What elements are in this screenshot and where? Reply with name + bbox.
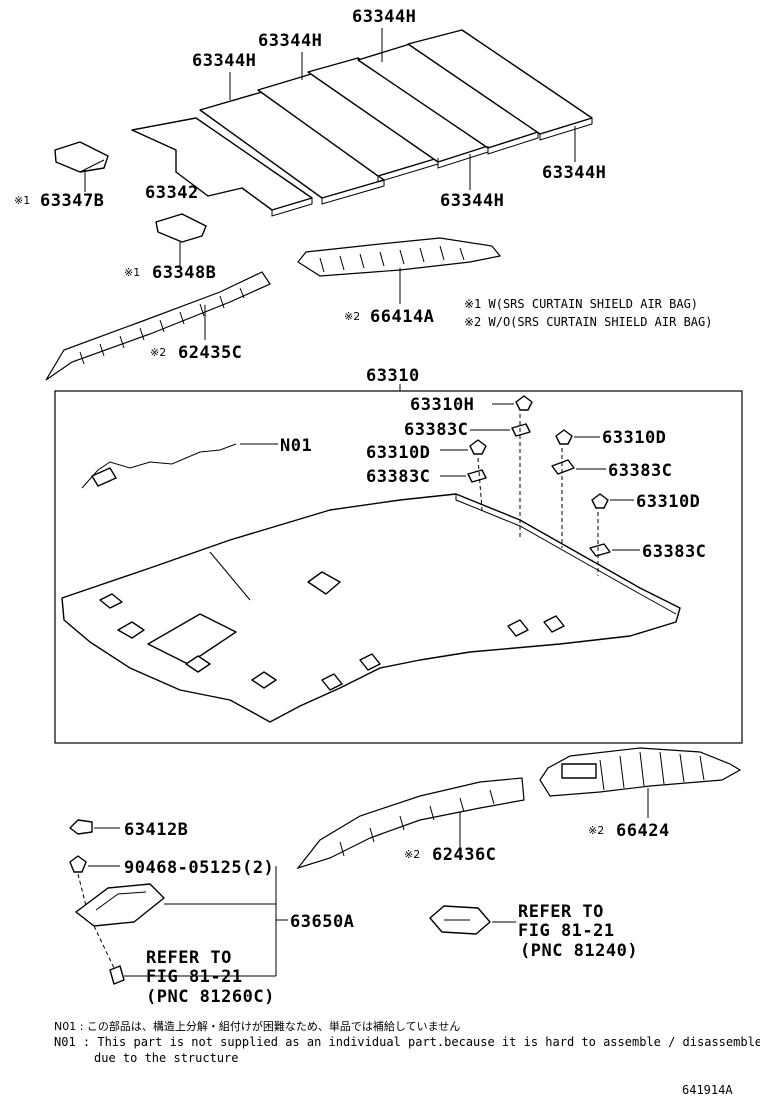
trim-62436c[interactable] — [296, 777, 525, 870]
mark-63348b: ※1 — [124, 266, 140, 279]
label-62435c: 62435C — [178, 343, 242, 363]
console-opening-1 — [307, 571, 341, 595]
mark-62436c: ※2 — [404, 848, 420, 861]
legend-line-2: ※2 W/O(SRS CURTAIN SHIELD AIR BAG) — [464, 315, 712, 329]
trim-66424-window — [561, 763, 597, 779]
clip-63310h[interactable] — [515, 395, 533, 411]
wire-harness-n01[interactable] — [81, 443, 237, 489]
label-63344h-d: 63344H — [542, 163, 606, 183]
headliner-frame — [54, 390, 743, 744]
trim-66424[interactable] — [539, 747, 742, 797]
label-63383c-b: 63383C — [366, 467, 430, 487]
label-63344h-c: 63344H — [192, 51, 256, 71]
label-63348b: 63348B — [152, 263, 216, 283]
mark-62435c: ※2 — [150, 346, 166, 359]
clip-63310d-c[interactable] — [591, 493, 609, 509]
grip-opening-2 — [543, 615, 565, 633]
label-63383c-a: 63383C — [404, 420, 468, 440]
label-63344h-b: 63344H — [258, 31, 322, 51]
label-63347b: 63347B — [40, 191, 104, 211]
strip-66414a[interactable] — [297, 237, 502, 277]
label-66424: 66424 — [616, 821, 670, 841]
label-63310d-a: 63310D — [366, 443, 430, 463]
legend-line-1: ※1 W(SRS CURTAIN SHIELD AIR BAG) — [464, 297, 698, 311]
ref-right-line-3[interactable]: (PNC 81240) — [520, 941, 638, 961]
roof-headliner-63310[interactable] — [61, 493, 681, 723]
mark-66424: ※2 — [588, 824, 604, 837]
visor-opening-1 — [185, 655, 211, 673]
bulb[interactable] — [109, 965, 125, 985]
nut-63383c-d[interactable] — [589, 543, 611, 557]
label-63310d-b: 63310D — [602, 428, 666, 448]
ref-right-line-2[interactable]: FIG 81-21 — [518, 921, 615, 941]
grip-opening-1 — [507, 619, 529, 637]
figure-id: 641914A — [682, 1083, 733, 1097]
note-en-2: due to the structure — [94, 1051, 239, 1065]
grip-opening-4 — [321, 673, 343, 691]
label-66414a: 66414A — [370, 307, 434, 327]
ref-right-line-1[interactable]: REFER TO — [518, 902, 604, 922]
clip-63310d-a[interactable] — [469, 439, 487, 455]
label-63310h: 63310H — [410, 395, 474, 415]
ref-left-line-1[interactable]: REFER TO — [146, 948, 232, 968]
visor-opening-2 — [251, 671, 277, 689]
sunroof-opening — [147, 613, 237, 665]
pad-63344h-group — [199, 29, 593, 205]
label-63344h-a: 63344H — [352, 7, 416, 27]
nut-63383c-b[interactable] — [467, 469, 487, 483]
note-en-1: N01 : This part is not supplied as an in… — [54, 1035, 760, 1049]
note-jp: N01 : この部品は、構造上分解・組付けが困難なため、単品では補給していません — [54, 1019, 460, 1033]
map-lamp-63650a[interactable] — [75, 883, 165, 927]
grip-opening-3 — [359, 653, 381, 671]
label-63310: 63310 — [366, 366, 420, 386]
grip-opening-5 — [99, 593, 123, 609]
label-63342: 63342 — [145, 183, 199, 203]
label-63383c-c: 63383C — [608, 461, 672, 481]
label-63344h-e: 63344H — [440, 191, 504, 211]
mark-63347b: ※1 — [14, 194, 30, 207]
block-63348b[interactable] — [155, 213, 207, 243]
label-63383c-d: 63383C — [642, 542, 706, 562]
ref-left-line-2[interactable]: FIG 81-21 — [146, 967, 243, 987]
screw-90468[interactable] — [69, 855, 87, 873]
label-63650a: 63650A — [290, 912, 354, 932]
label-63412b: 63412B — [124, 820, 188, 840]
ref-left-line-3[interactable]: (PNC 81260C) — [146, 987, 275, 1007]
pad-63342[interactable] — [131, 117, 313, 211]
block-63347b[interactable] — [54, 141, 109, 173]
label-63310d-c: 63310D — [636, 492, 700, 512]
clip-63412b[interactable] — [69, 819, 93, 835]
strip-62435c[interactable] — [45, 271, 271, 381]
mark-66414a: ※2 — [344, 310, 360, 323]
label-90468: 90468-05125(2) — [124, 858, 274, 878]
clip-63310d-b[interactable] — [555, 429, 573, 445]
nut-63383c-a[interactable] — [511, 423, 531, 437]
connector-n01 — [91, 467, 117, 487]
nut-63383c-c[interactable] — [551, 459, 575, 475]
label-62436c: 62436C — [432, 845, 496, 865]
console-opening-2 — [117, 621, 145, 639]
label-n01: N01 — [280, 436, 312, 456]
